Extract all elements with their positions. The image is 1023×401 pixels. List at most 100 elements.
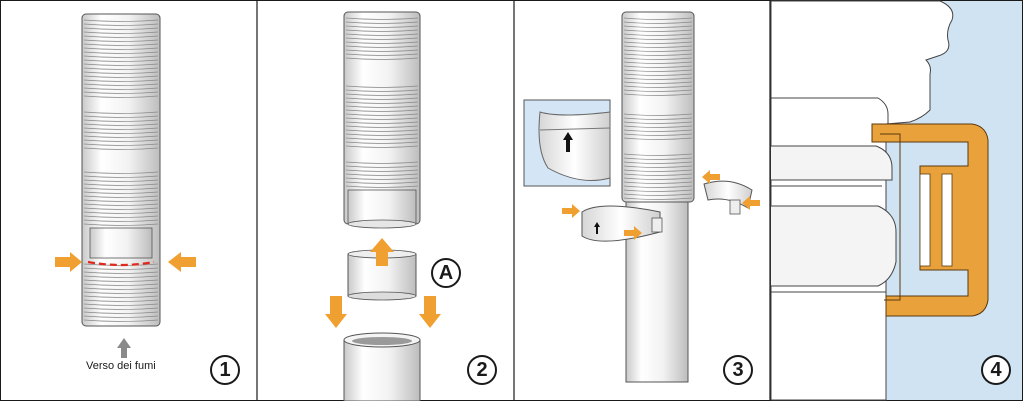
rib-line [623, 165, 693, 168]
rib-line [623, 113, 693, 116]
rib-line [345, 89, 419, 92]
rib-line [83, 71, 159, 74]
rib-line [83, 195, 159, 198]
rib-line [345, 37, 419, 40]
pipe-corrugations [345, 17, 419, 188]
rib-line [83, 47, 159, 50]
rib-line [83, 123, 159, 126]
rib-line [83, 223, 159, 226]
upper-pipe-rim [347, 219, 417, 229]
lower-pipe-opening [352, 337, 412, 345]
rib-line [83, 59, 159, 62]
rib-line [623, 157, 693, 160]
rib-line [345, 41, 419, 44]
pipe-ridge [771, 145, 893, 181]
rib-line [345, 49, 419, 52]
rib-line [83, 91, 159, 94]
push-arrow-icon [742, 196, 760, 210]
cut-ring-bottom [347, 291, 417, 301]
rib-line [345, 25, 419, 28]
rib-line [623, 117, 693, 120]
rib-line [623, 57, 693, 60]
push-arrow-icon [702, 170, 720, 184]
rib-line [83, 39, 159, 42]
rib-line [345, 21, 419, 24]
rib-line [623, 189, 693, 192]
rib-line [623, 41, 693, 44]
rib-line [83, 135, 159, 138]
rib-line [83, 219, 159, 222]
rib-line [623, 37, 693, 40]
pipe-section [770, 0, 954, 401]
up-arrow-icon [563, 132, 573, 152]
rib-line [83, 283, 159, 286]
rib-line [83, 183, 159, 186]
pipe-edge [771, 97, 889, 124]
step-number-4: 4 [981, 355, 1011, 385]
rib-line [623, 25, 693, 28]
rib-line [345, 121, 419, 124]
rib-line [623, 133, 693, 136]
rib-line [83, 211, 159, 214]
rib-line [83, 291, 159, 294]
rib-line [83, 23, 159, 26]
rib-line [623, 61, 693, 64]
rib-line [83, 275, 159, 278]
rib-line [623, 85, 693, 88]
rib-line [83, 83, 159, 86]
rib-line [623, 181, 693, 184]
rib-line [83, 143, 159, 146]
rib-line [623, 33, 693, 36]
rib-line [345, 117, 419, 120]
rib-line [83, 139, 159, 142]
rib-line [345, 185, 419, 188]
panel-2 [325, 11, 441, 401]
rib-line [623, 161, 693, 164]
rib-line [623, 53, 693, 56]
pipe-corrugations [623, 17, 693, 200]
rib-line [83, 171, 159, 174]
rib-line [623, 185, 693, 188]
rib-line [345, 161, 419, 164]
clamp-slot [919, 173, 931, 267]
rib-line [623, 29, 693, 32]
rib-line [345, 33, 419, 36]
rib-line [345, 137, 419, 140]
rib-line [623, 173, 693, 176]
panel-3 [523, 11, 760, 383]
rib-line [623, 89, 693, 92]
rib-line [83, 303, 159, 306]
rib-line [83, 287, 159, 290]
rib-line [345, 145, 419, 148]
rib-line [83, 215, 159, 218]
rib-line [623, 129, 693, 132]
rib-line [83, 199, 159, 202]
rib-line [83, 75, 159, 78]
part-marker-a: A [431, 258, 461, 288]
clamp-inner-edge [880, 133, 901, 301]
up-arrow-icon [594, 222, 600, 234]
rib-line [83, 307, 159, 310]
down-arrow-icon [419, 296, 441, 328]
rib-line [345, 181, 419, 184]
rib-line [345, 165, 419, 168]
rib-line [83, 115, 159, 118]
rib-line [83, 147, 159, 150]
rib-line [345, 173, 419, 176]
smoke-direction-caption: Verso dei fumi [86, 360, 156, 372]
rib-line [623, 137, 693, 140]
rib-line [345, 133, 419, 136]
rib-line [345, 101, 419, 104]
up-arrow-icon [370, 238, 394, 266]
rib-line [83, 187, 159, 190]
rib-line [83, 131, 159, 134]
cut-line [87, 260, 155, 267]
rib-line [83, 63, 159, 66]
rib-line [623, 17, 693, 20]
rib-line [623, 169, 693, 172]
rib-line [623, 153, 693, 156]
rib-line [83, 119, 159, 122]
pipe-socket [771, 205, 897, 287]
rib-line [345, 129, 419, 132]
